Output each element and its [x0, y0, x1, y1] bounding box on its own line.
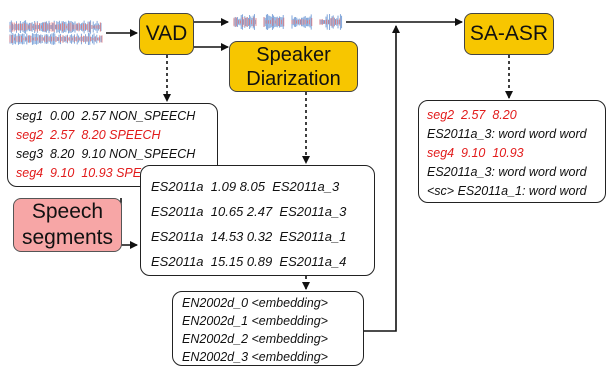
vad-output-panel: seg1 0.00 2.57 NON_SPEECH seg2 2.57 8.20…: [7, 103, 218, 187]
diarization-row: ES2011a 10.65 2.47 ES2011a_3: [151, 204, 347, 219]
diarization-row: ES2011a 15.15 0.89 ES2011a_4: [151, 254, 347, 269]
vad-box: VAD: [139, 13, 194, 55]
vad-segment-row: seg2 2.57 8.20 SPEECH: [16, 128, 161, 142]
embedding-row: EN2002d_0 <embedding>: [182, 296, 328, 310]
embedding-row: EN2002d_2 <embedding>: [182, 332, 328, 346]
diarization-row: ES2011a 14.53 0.32 ES2011a_1: [151, 229, 347, 244]
vad-segment-row: seg1 0.00 2.57 NON_SPEECH: [16, 109, 196, 123]
sa-asr-output-panel: seg2 2.57 8.20 ES2011a_3: word word word…: [418, 100, 606, 203]
speaker-diarization-label-line-1: Speaker: [256, 43, 331, 66]
asr-output-row: ES2011a_3: word word word: [427, 127, 587, 141]
asr-output-row: <sc> ES2011a_1: word word: [427, 184, 587, 198]
embedding-row: EN2002d_3 <embedding>: [182, 350, 328, 364]
vad-label: VAD: [145, 22, 188, 45]
speech-segments-label-line-2: segments: [21, 226, 114, 249]
speech-waveform-icon: [233, 14, 343, 30]
sa-asr-box: SA-ASR: [464, 13, 554, 55]
diarization-row: ES2011a 1.09 8.05 ES2011a_3: [151, 179, 340, 194]
speech-segments-box: Speech segments: [13, 198, 122, 252]
asr-output-row: ES2011a_3: word word word: [427, 165, 587, 179]
input-waveform-icon: [9, 20, 103, 45]
embedding-row: EN2002d_1 <embedding>: [182, 314, 328, 328]
speaker-diarization-label-line-2: Diarization: [246, 67, 341, 90]
arrow-embeddings-to-sa-asr: [364, 25, 400, 332]
asr-output-row: seg2 2.57 8.20: [427, 108, 517, 122]
vad-segment-row: seg3 8.20 9.10 NON_SPEECH: [16, 147, 196, 161]
sa-asr-label: SA-ASR: [469, 22, 549, 45]
arrow-segments-to-diarization: [120, 198, 138, 249]
asr-output-row: seg4 9.10 10.93: [427, 146, 524, 160]
embeddings-panel: EN2002d_0 <embedding> EN2002d_1 <embeddi…: [172, 291, 364, 366]
diarization-output-panel: ES2011a 1.09 8.05 ES2011a_3 ES2011a 10.6…: [140, 165, 375, 276]
speaker-diarization-box: Speaker Diarization: [229, 41, 358, 92]
speech-segments-label-line-1: Speech: [31, 200, 104, 223]
